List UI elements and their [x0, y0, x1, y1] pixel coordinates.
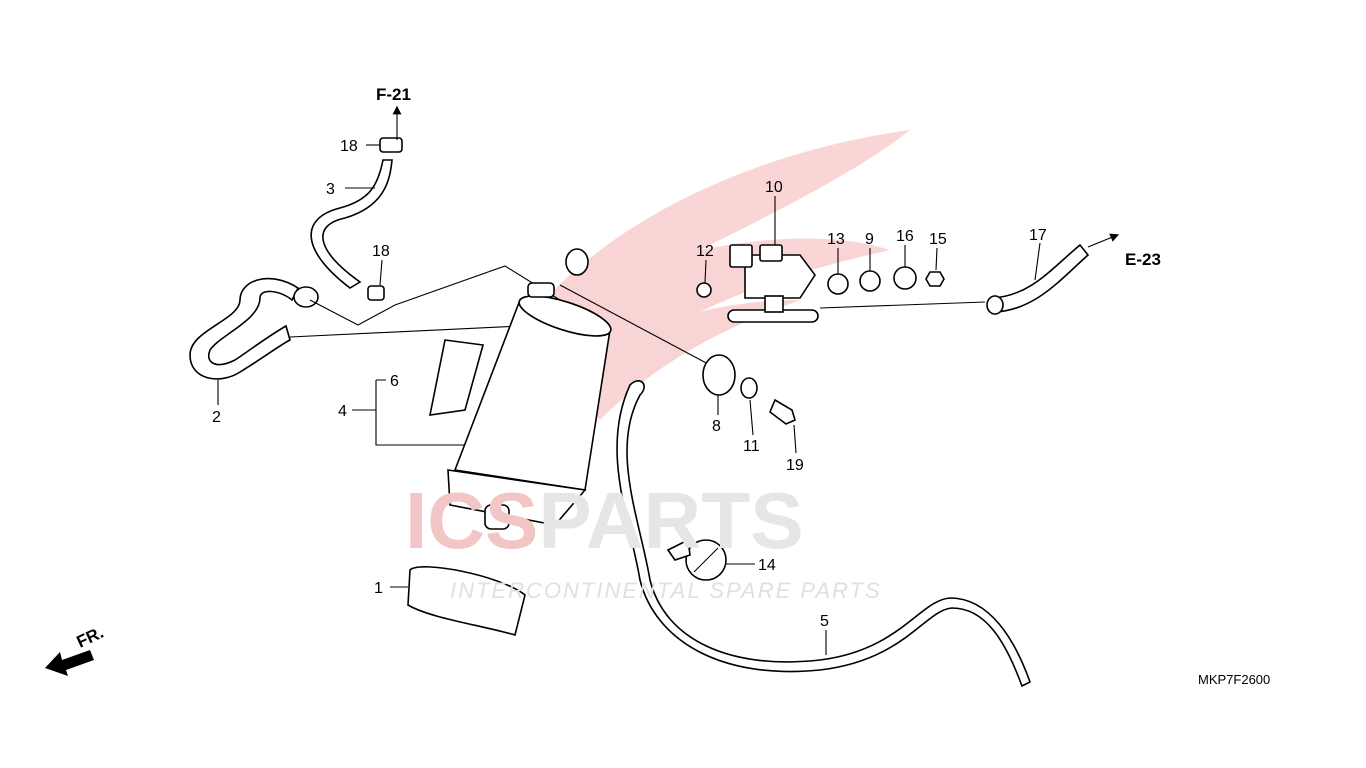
- diagram-code: MKP7F2600: [1198, 672, 1270, 687]
- callout-16: 16: [896, 228, 914, 245]
- washer-11: [740, 377, 758, 399]
- front-arrow-icon: [45, 650, 94, 676]
- callout-11: 11: [743, 438, 760, 455]
- callout-8: 8: [712, 418, 721, 435]
- hose-2-end: [293, 286, 319, 308]
- callout-14: 14: [758, 557, 776, 574]
- bolt-19: [769, 398, 796, 425]
- callout-4: 4: [338, 403, 347, 420]
- callout-9: 9: [865, 231, 874, 248]
- callout-3: 3: [326, 181, 335, 198]
- canister-4: [447, 248, 612, 530]
- callout-5: 5: [820, 613, 829, 630]
- solenoid-valve-10: [727, 244, 819, 323]
- hose-5: [616, 380, 1031, 688]
- front-label: FR.: [74, 623, 107, 652]
- nut-15: [925, 271, 945, 287]
- watermark-brand: ICSPARTS: [405, 476, 804, 565]
- reference-f21[interactable]: F-21: [376, 85, 411, 104]
- callout-12: 12: [696, 243, 714, 260]
- callout-18: 18: [372, 243, 390, 260]
- callout-6: 6: [390, 373, 399, 390]
- callout-10: 10: [765, 179, 783, 196]
- hose-17-end: [986, 295, 1004, 315]
- pad-6: [428, 339, 485, 416]
- callout-15: 15: [929, 231, 947, 248]
- callout-18-top: 18: [340, 138, 358, 155]
- grommet-8: [702, 354, 736, 396]
- hose-2: [189, 277, 300, 380]
- callout-2: 2: [212, 409, 221, 426]
- callout-17: 17: [1029, 227, 1047, 244]
- watermark-wing-logo: [520, 130, 910, 420]
- callout-13: 13: [827, 231, 845, 248]
- watermark-tagline: INTERCONTINENTAL SPARE PARTS: [450, 578, 882, 603]
- hose-17: [991, 243, 1090, 313]
- nut-12: [696, 282, 712, 298]
- collar-13: [827, 273, 849, 295]
- washer-9: [859, 270, 881, 292]
- callout-1: 1: [374, 580, 383, 597]
- bracket-14: [666, 538, 691, 561]
- clip-18-top: [379, 137, 403, 153]
- reference-e23[interactable]: E-23: [1125, 250, 1161, 269]
- washer-16: [893, 266, 917, 290]
- clip-18: [367, 285, 385, 301]
- callout-19: 19: [786, 457, 804, 474]
- band-1: [407, 566, 526, 636]
- hose-3: [310, 159, 393, 289]
